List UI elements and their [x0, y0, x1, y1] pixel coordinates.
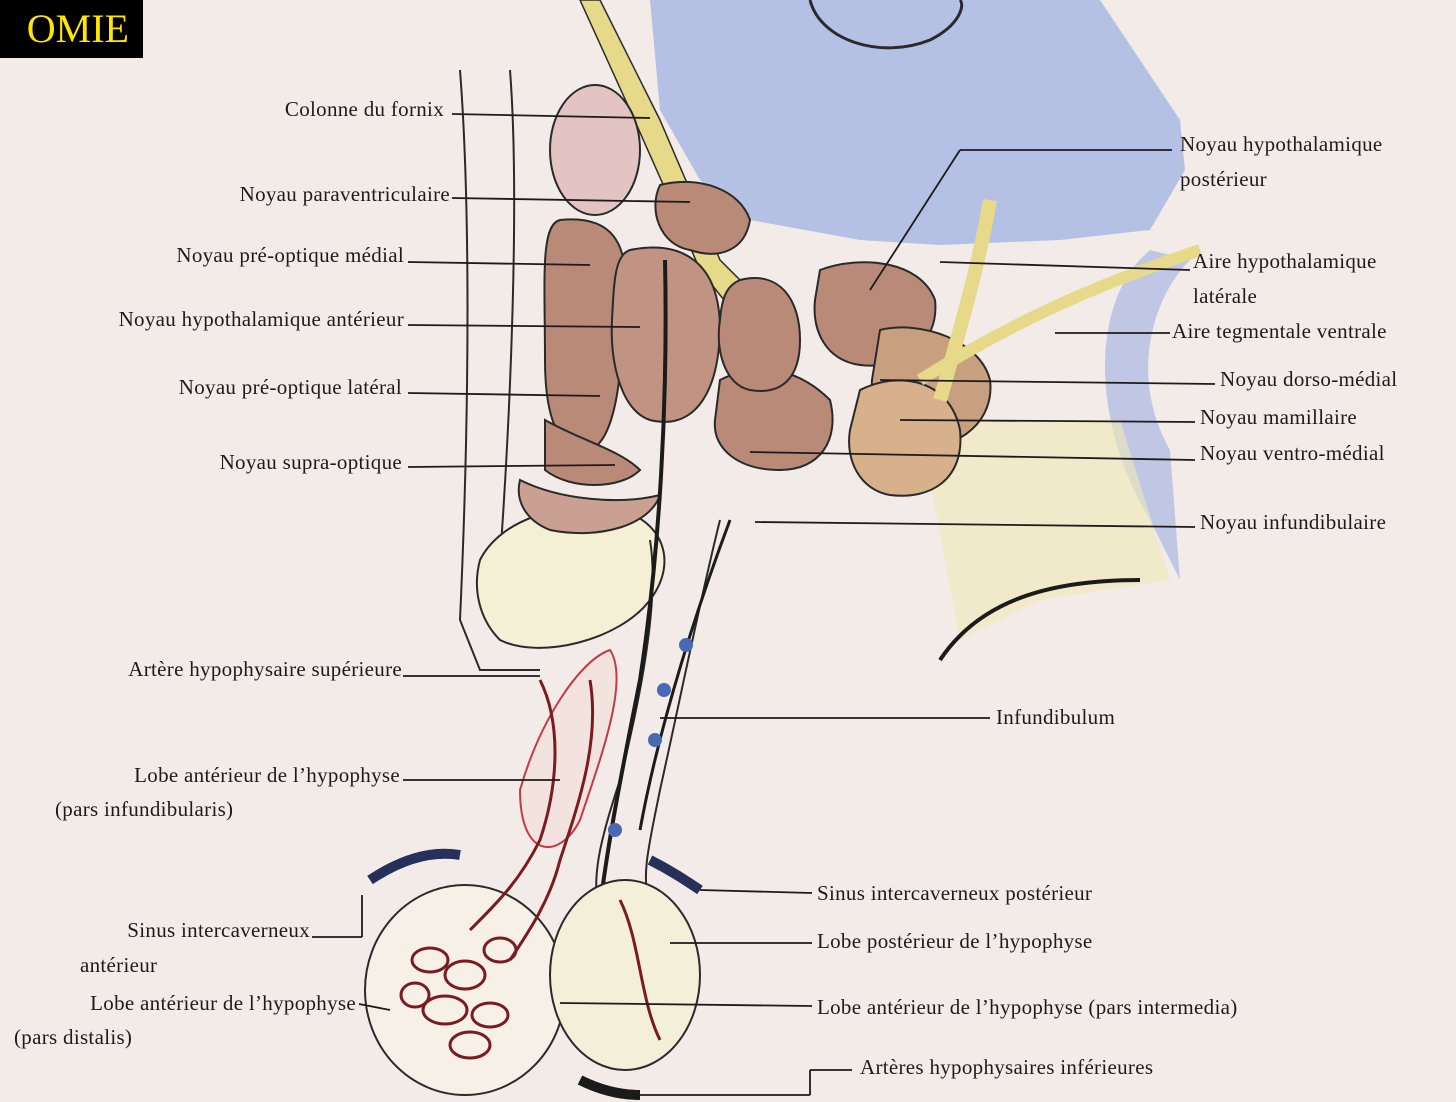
label-preoptique-lateral: Noyau pré-optique latéral: [179, 374, 402, 400]
label-sinus-ant-2: antérieur: [80, 952, 157, 978]
label-infundibulaire: Noyau infundibulaire: [1200, 509, 1386, 535]
label-sinus-post: Sinus intercaverneux postérieur: [817, 880, 1092, 906]
label-colonne-fornix: Colonne du fornix: [285, 96, 444, 122]
label-tegmentale: Aire tegmentale ventrale: [1172, 318, 1387, 344]
label-lobe-ant-dist-2: (pars distalis): [14, 1024, 132, 1050]
label-infundibulum: Infundibulum: [996, 704, 1115, 730]
label-hypoth-post-1: Noyau hypothalamique: [1180, 131, 1383, 157]
label-ventro-medial: Noyau ventro-médial: [1200, 440, 1385, 466]
label-mamillaire: Noyau mamillaire: [1200, 404, 1357, 430]
label-supra-optique: Noyau supra-optique: [220, 449, 402, 475]
label-hypoth-post-2: postérieur: [1180, 166, 1267, 192]
label-aire-lat-1: Aire hypothalamique: [1193, 248, 1377, 274]
label-dorso-medial: Noyau dorso-médial: [1220, 366, 1397, 392]
label-preoptique-medial: Noyau pré-optique médial: [176, 242, 404, 268]
label-aire-lat-2: latérale: [1193, 283, 1257, 309]
label-lobe-ant-infund-2: (pars infundibularis): [55, 796, 233, 822]
label-sinus-ant-1: Sinus intercaverneux: [127, 917, 310, 943]
posterior-intercavernous-sinus: [650, 860, 700, 890]
label-lobe-ant-infund-1: Lobe antérieur de l’hypophyse: [134, 762, 400, 788]
pars-infundibularis: [520, 650, 617, 847]
slide-title: OMIE: [0, 0, 143, 58]
label-lobe-intermedia: Lobe antérieur de l’hypophyse (pars inte…: [817, 994, 1238, 1020]
anterior-intercavernous-sinus: [370, 854, 460, 880]
anterior-commissure-oval: [550, 85, 640, 215]
label-arteres-inf: Artères hypophysaires inférieures: [860, 1054, 1153, 1080]
dorsomedial-nucleus: [719, 278, 800, 391]
label-artere-sup: Artère hypophysaire supérieure: [128, 656, 402, 682]
label-lobe-post: Lobe postérieur de l’hypophyse: [817, 928, 1093, 954]
label-paraventriculaire: Noyau paraventriculaire: [240, 181, 450, 207]
label-hypothalamique-anterieur: Noyau hypothalamique antérieur: [119, 306, 404, 332]
label-lobe-ant-dist-1: Lobe antérieur de l’hypophyse: [90, 990, 356, 1016]
inferior-hypophyseal-artery: [580, 1080, 640, 1095]
